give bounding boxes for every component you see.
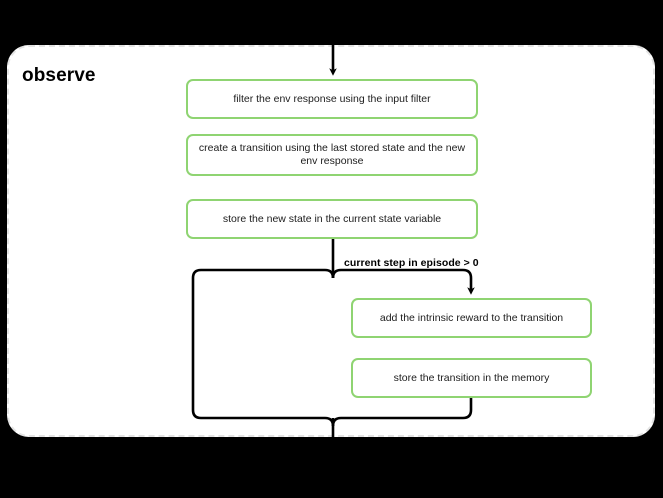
node-create-transition[interactable]: create a transition using the last store… [186, 134, 478, 176]
edge-label-current-step-condition: current step in episode > 0 [344, 257, 479, 269]
subgraph-title-observe: observe [22, 65, 96, 86]
node-store-new-state[interactable]: store the new state in the current state… [186, 199, 478, 239]
node-store-transition-memory[interactable]: store the transition in the memory [351, 358, 592, 398]
node-filter-env-response[interactable]: filter the env response using the input … [186, 79, 478, 119]
node-add-intrinsic-reward[interactable]: add the intrinsic reward to the transiti… [351, 298, 592, 338]
